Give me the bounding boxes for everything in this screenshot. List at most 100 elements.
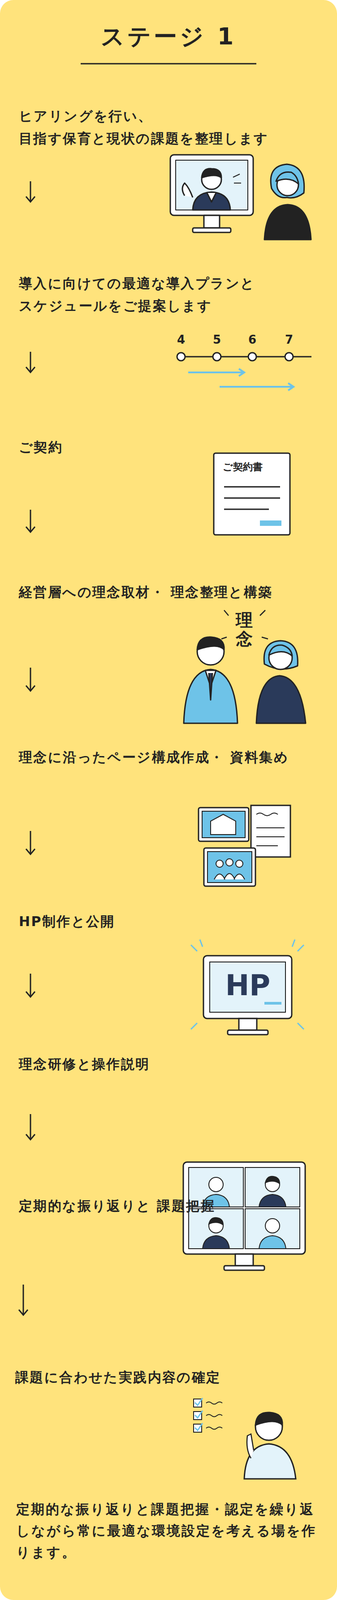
materials-illustration-part [214,872,245,879]
website-monitor-part [227,1028,268,1034]
arrow-head [25,847,35,854]
executives-illustration [183,609,306,723]
flow-arrow [25,509,35,532]
website-monitor-part [209,960,286,1011]
materials-illustration [198,804,291,886]
step-text: 理念研修と操作説明 [18,1051,297,1075]
video-chat-illustration-part [233,173,242,183]
arrow-head [25,526,35,532]
timeline-illustration-part [248,352,257,361]
checklist-person-part [194,1396,203,1429]
video-chat-illustration-part [276,171,299,184]
contract-document-part [224,496,281,499]
month-number: 4 [174,332,188,347]
online-meeting-monitor [183,1160,306,1269]
website-monitor-part [238,1017,257,1029]
philosophy-mark: 理念 [235,610,253,649]
checklist-person-part [255,1410,283,1424]
video-chat-illustration-part [270,164,305,198]
arrow-head [25,1132,35,1139]
video-chat-illustration-part [192,227,231,233]
flow-arrow [18,1283,28,1314]
month-number: 5 [210,332,224,347]
title-underline-part [80,63,257,65]
online-meeting-monitor-part [224,1264,265,1269]
step-text: HP制作と公開 [18,909,297,932]
checklist-person [193,1396,296,1478]
executives-illustration-part [197,636,225,649]
title-underline [80,63,257,65]
timeline-illustration-part [212,352,221,361]
contract-document [213,452,290,535]
flow-arrow [25,666,35,691]
contract-document-part [259,519,282,526]
video-chat-illustration-part [175,159,248,210]
hp-mark: HP [209,967,286,1002]
step-text: 導入に向けての最適な導入プランと スケジュールをご提案します [18,272,297,317]
online-meeting-monitor-part [202,1234,230,1248]
online-meeting-monitor-part [245,1166,300,1206]
arrow-shaft [30,829,32,854]
arrow-shaft [30,972,32,996]
contract-document-part [213,452,290,535]
executives-illustration-part [268,644,293,656]
online-meeting-monitor-part [259,1234,286,1248]
flow-arrow [25,829,35,854]
flow-arrow [25,351,35,372]
online-meeting-monitor-part [265,1175,280,1183]
arrow-shaft [30,351,32,372]
online-meeting-monitor-part [235,1252,254,1265]
materials-illustration-part [210,813,236,834]
flow-arrow [25,972,35,996]
closing-note: 定期的な振り返りと課題把握・認定を繰り返しながら常に最適な環境設定を考える場を作… [16,1496,321,1562]
online-meeting-monitor-part [188,1207,244,1248]
month-number: 7 [282,332,296,347]
materials-illustration-part [216,859,224,867]
contract-document-part [224,508,269,510]
step-text: ご契約 [18,435,297,458]
step-item: ご契約 [18,371,297,510]
stage-title: ステージ 1 [0,22,337,51]
step-text: 理念に沿ったページ構成作成・ 資料集め [18,745,297,768]
step-item: 理念に沿ったページ構成作成・ 資料集め [18,690,297,830]
contract-document-part [224,485,281,488]
timeline-illustration-part [177,352,186,361]
materials-illustration-part [225,857,234,865]
timeline-illustration-part [188,368,245,376]
executives-illustration-part [183,668,238,723]
timeline-illustration-part [188,368,294,390]
online-meeting-monitor-part [208,1175,224,1191]
step-text: 課題に合わせた実践内容の確定 [15,1364,294,1387]
video-chat-illustration [170,154,312,240]
video-chat-illustration-part [192,191,231,210]
step-item: 導入に向けての最適な導入プランと スケジュールをご提案します [18,201,297,352]
timeline-illustration [177,352,312,390]
flow-arrow [25,1112,35,1139]
arrow-head [25,684,35,691]
website-monitor-part [203,954,292,1018]
arrow-head [25,196,35,202]
step-item: 理念研修と操作説明 [18,995,297,1113]
arrow-shaft [22,1283,25,1314]
step-item: 経営層への理念取材・ 理念整理と構築 [18,531,297,667]
materials-illustration-part [198,806,249,841]
executives-illustration-part [263,639,298,669]
materials-illustration-part [235,859,243,867]
video-chat-illustration-part [264,204,312,240]
timeline-illustration-part [219,382,294,390]
step-item: ヒアリングを行い、 目指す保育と現状の課題を整理します [18,104,297,182]
website-monitor-part [264,1000,282,1004]
step-text: ヒアリングを行い、 目指す保育と現状の課題を整理します [18,104,297,150]
website-monitor-part [190,938,304,1029]
materials-illustration-part [256,812,285,845]
arrow-shaft [30,666,32,691]
step-item: 課題に合わせた実践内容の確定 [15,1313,294,1387]
document-title: ご契約書 [222,460,281,473]
video-chat-illustration-part [203,215,220,228]
arrow-shaft [30,181,32,202]
step-item: 定期的な振り返りと 課題把握 [18,1138,297,1284]
arrow-head [18,1308,28,1314]
